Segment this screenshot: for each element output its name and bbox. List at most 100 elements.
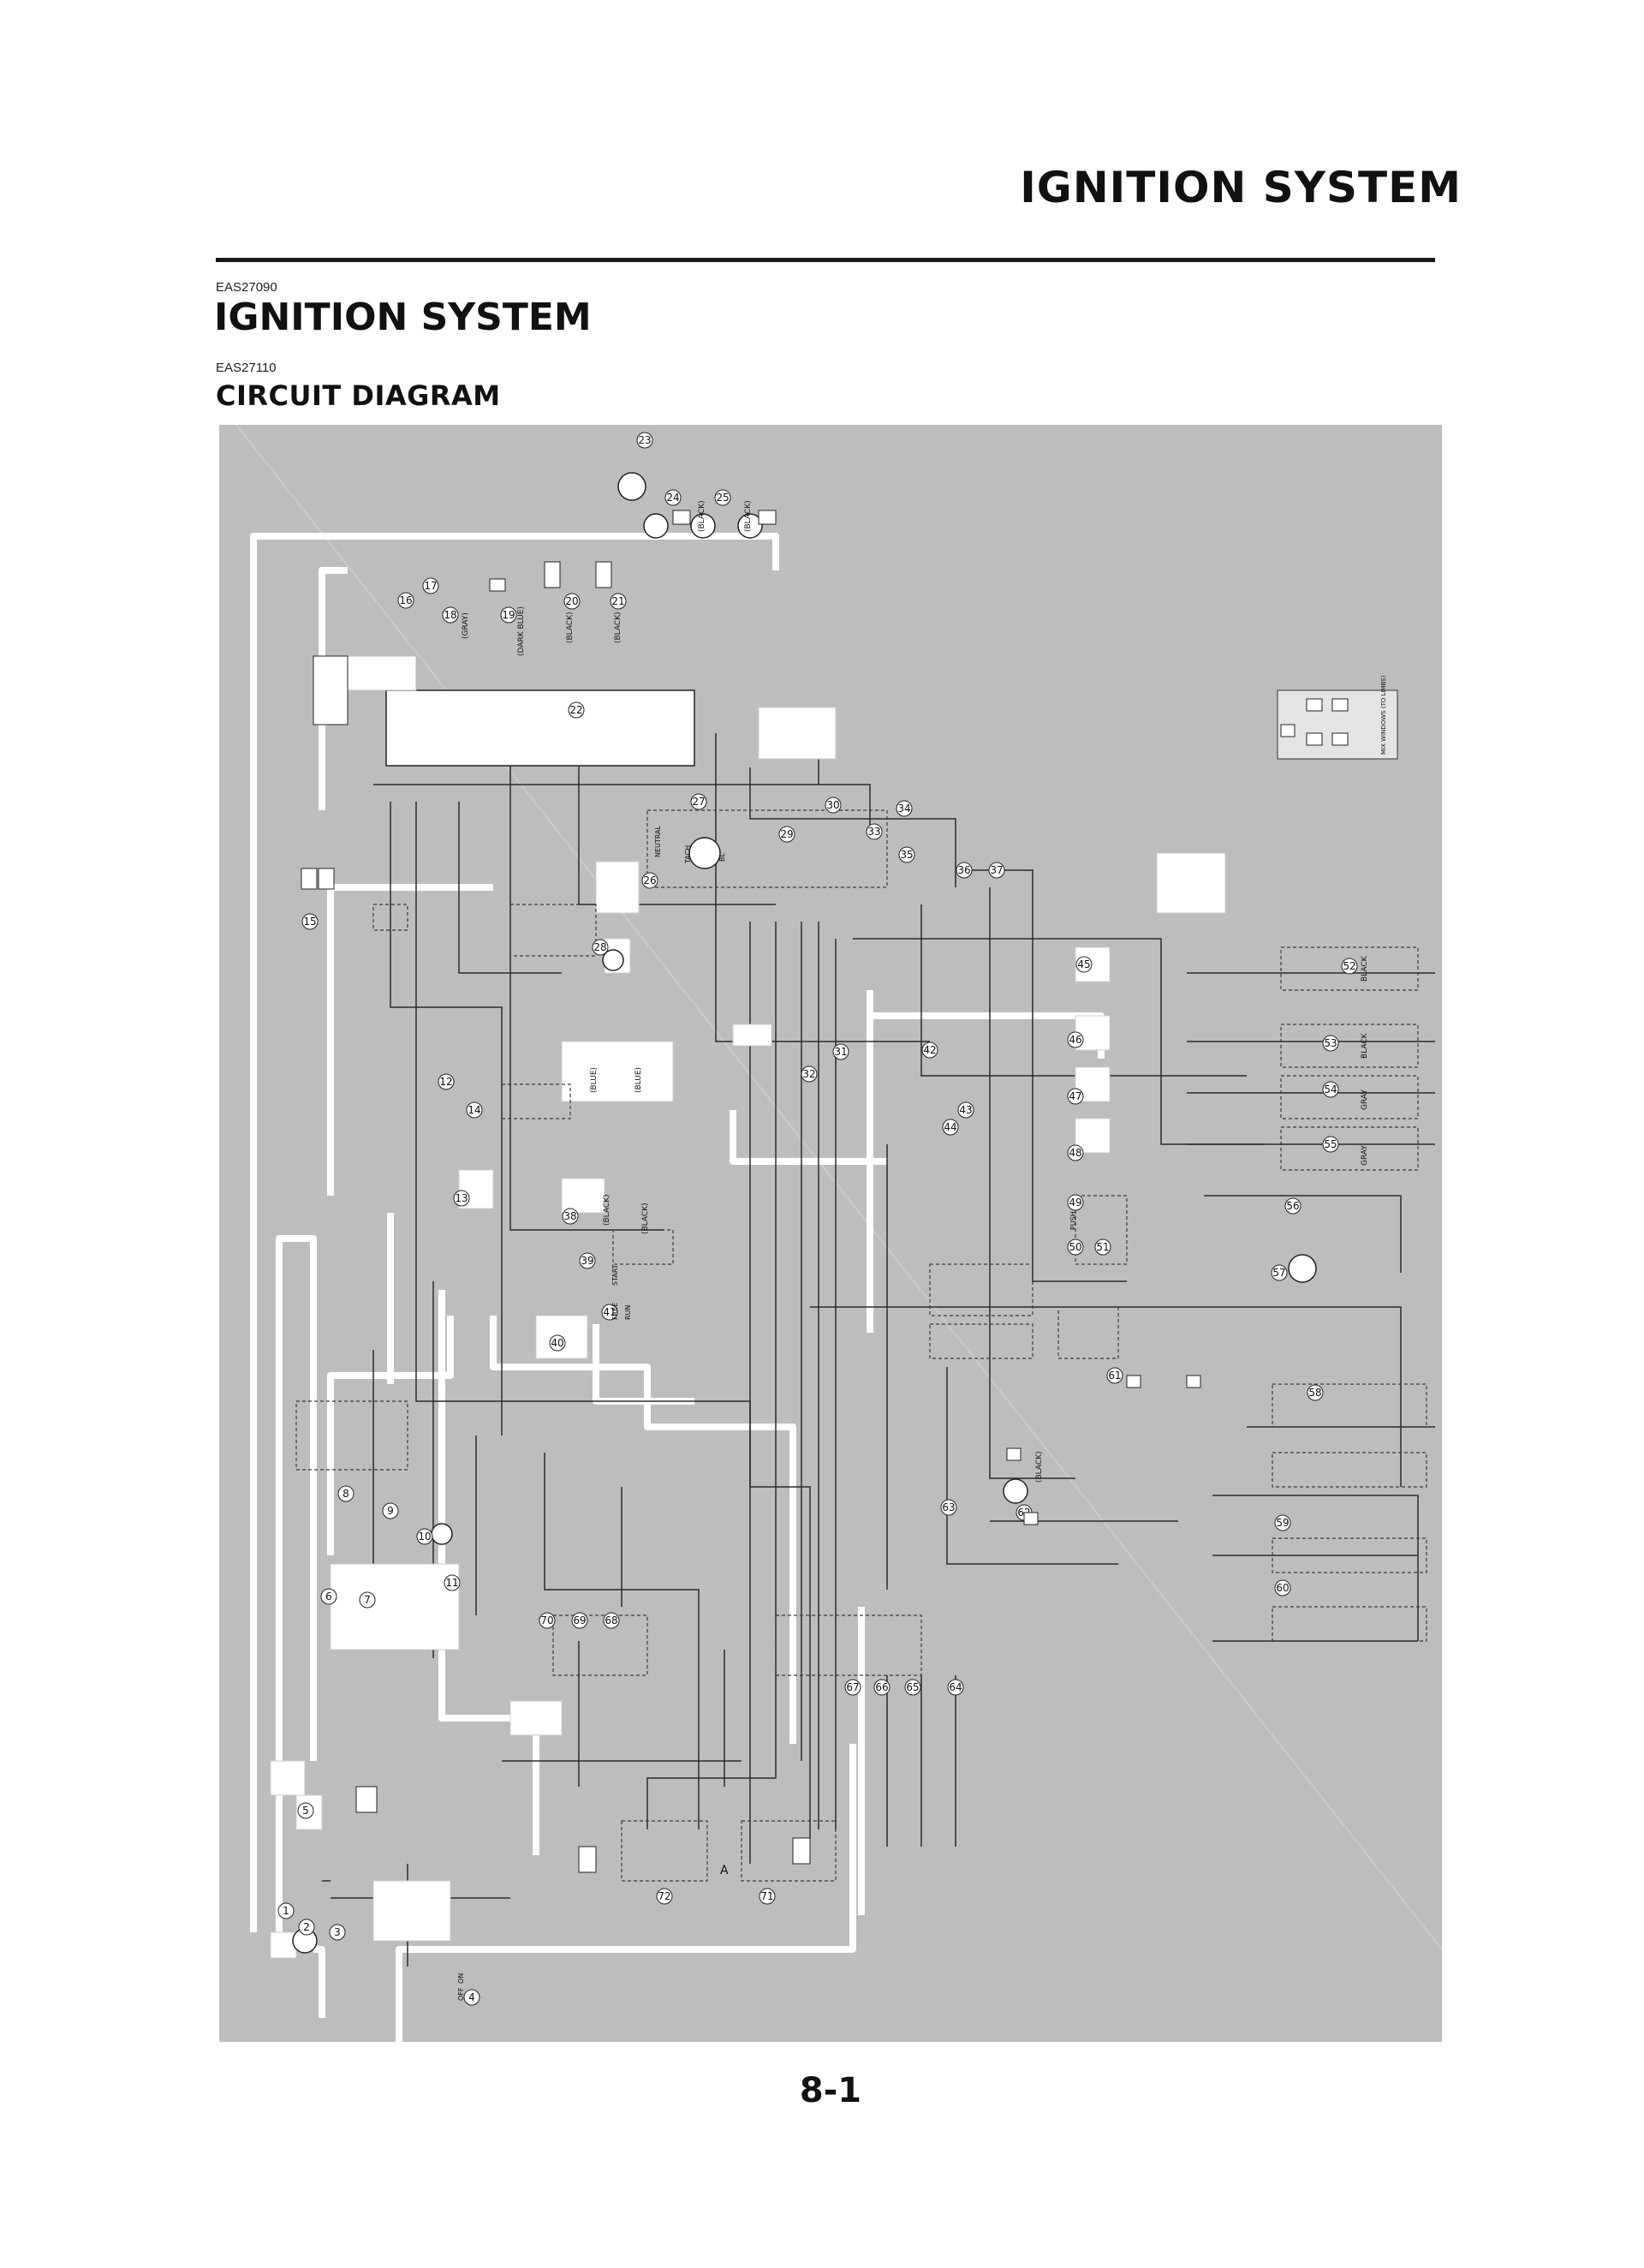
callout: 48: [1067, 1144, 1084, 1161]
svg-text:30: 30: [826, 799, 839, 811]
callout: 24: [664, 489, 682, 506]
svg-text:5: 5: [302, 1805, 309, 1817]
callout: 44: [942, 1119, 959, 1136]
svg-text:7: 7: [364, 1594, 371, 1606]
svg-text:19: 19: [502, 609, 515, 621]
connector-color-label: BLACK: [1361, 955, 1369, 982]
circuit-diagram: 1 2 3 4 5 6 7 8 9 10 11 12 13 14 15 16 1…: [219, 425, 1442, 2042]
callout: 25: [714, 489, 731, 506]
svg-text:34: 34: [897, 803, 910, 815]
free-label: FREE: [611, 1303, 619, 1320]
callout: 17: [422, 577, 439, 594]
svg-text:27: 27: [692, 796, 705, 808]
callout: 66: [873, 1679, 890, 1696]
callout: 23: [636, 432, 653, 449]
callout: 5: [297, 1802, 314, 1819]
svg-text:63: 63: [942, 1501, 955, 1513]
callout: 50: [1067, 1238, 1084, 1256]
callout: 53: [1322, 1035, 1339, 1052]
connector-color-label: (BLACK): [603, 1194, 611, 1226]
svg-text:55: 55: [1324, 1138, 1337, 1150]
svg-text:50: 50: [1069, 1241, 1081, 1253]
connector-glyphs: [301, 510, 1201, 1873]
callout: 2: [298, 1919, 315, 1936]
legend-inset: MIX WINDOWS (TO LIMBS): [1277, 675, 1398, 760]
callout: 58: [1307, 1384, 1324, 1401]
connector-color-label: (BLUE): [634, 1067, 643, 1093]
svg-text:45: 45: [1077, 958, 1090, 970]
callout: 51: [1094, 1238, 1111, 1256]
svg-text:70: 70: [540, 1614, 553, 1626]
callout: 71: [759, 1888, 776, 1905]
section-title: IGNITION SYSTEM: [214, 295, 592, 339]
callout: 27: [690, 793, 707, 810]
svg-text:28: 28: [593, 941, 606, 953]
component-housings: [295, 809, 1427, 1882]
header-rule: [216, 258, 1435, 262]
svg-text:23: 23: [638, 434, 651, 446]
callout: 42: [921, 1041, 938, 1059]
callout: 14: [466, 1101, 483, 1119]
svg-text:39: 39: [581, 1255, 593, 1267]
svg-text:24: 24: [666, 492, 679, 504]
svg-text:72: 72: [658, 1890, 670, 1902]
svg-text:22: 22: [569, 704, 582, 716]
callout: 46: [1067, 1031, 1084, 1048]
svg-text:20: 20: [565, 595, 578, 607]
connector-color-label: (BLUE): [590, 1067, 599, 1093]
page-number: 8-1: [799, 2071, 862, 2110]
wire-color-labels: (GRAY) (DARK BLUE) (BLACK) (BLACK) (BLAC…: [462, 500, 1369, 1483]
svg-text:42: 42: [923, 1044, 936, 1056]
neutral-label: NEUTRAL: [654, 826, 662, 857]
svg-text:11: 11: [445, 1577, 458, 1589]
svg-text:71: 71: [760, 1890, 773, 1902]
callout: 22: [568, 701, 585, 719]
callout: 57: [1271, 1264, 1288, 1281]
svg-text:21: 21: [611, 595, 624, 607]
svg-text:54: 54: [1324, 1083, 1337, 1095]
callout-labels: 1 2 3 4 5 6 7 8 9 10 11 12 13 14 15 16 1…: [277, 432, 1358, 2006]
connector-color-label: GRAY: [1361, 1145, 1369, 1166]
callout: 32: [801, 1065, 818, 1083]
inset-a-label: A: [720, 1864, 729, 1877]
callout: 68: [603, 1612, 620, 1629]
svg-text:26: 26: [643, 874, 656, 886]
legend-note: MIX WINDOWS (TO LIMBS): [1380, 675, 1387, 755]
callout: 20: [563, 593, 581, 610]
callout: 67: [844, 1679, 861, 1696]
off-label: OFF: [457, 1987, 465, 2001]
svg-text:8: 8: [342, 1488, 349, 1500]
callout: 31: [832, 1043, 849, 1060]
callout: 47: [1067, 1088, 1084, 1105]
push-label: PUSH: [1069, 1211, 1077, 1230]
svg-text:9: 9: [387, 1505, 394, 1517]
svg-text:65: 65: [906, 1681, 919, 1693]
svg-text:17: 17: [424, 580, 437, 592]
svg-text:68: 68: [605, 1614, 617, 1626]
svg-text:29: 29: [780, 828, 793, 840]
connector-color-label: (BLACK): [698, 500, 706, 532]
callout: 52: [1341, 958, 1358, 975]
callout: 34: [896, 800, 913, 817]
svg-text:51: 51: [1096, 1241, 1109, 1253]
svg-text:61: 61: [1108, 1370, 1121, 1382]
callout: 45: [1075, 956, 1093, 973]
svg-text:53: 53: [1324, 1037, 1337, 1049]
callout: 11: [444, 1574, 461, 1591]
svg-text:3: 3: [334, 1926, 341, 1938]
callout: 1: [277, 1902, 295, 1919]
callout: 59: [1274, 1514, 1291, 1531]
callout: 16: [397, 592, 414, 609]
running-header: IGNITION SYSTEM: [1020, 163, 1462, 212]
callout: 38: [562, 1208, 579, 1225]
callout: 30: [825, 797, 842, 814]
callout: 21: [610, 593, 627, 610]
svg-text:15: 15: [303, 916, 316, 928]
callout: 7: [359, 1591, 376, 1608]
svg-text:13: 13: [455, 1192, 468, 1204]
callout: 9: [382, 1502, 399, 1519]
svg-text:43: 43: [959, 1104, 972, 1116]
callout: 72: [656, 1888, 673, 1905]
svg-text:52: 52: [1343, 960, 1355, 972]
svg-text:58: 58: [1308, 1387, 1321, 1399]
